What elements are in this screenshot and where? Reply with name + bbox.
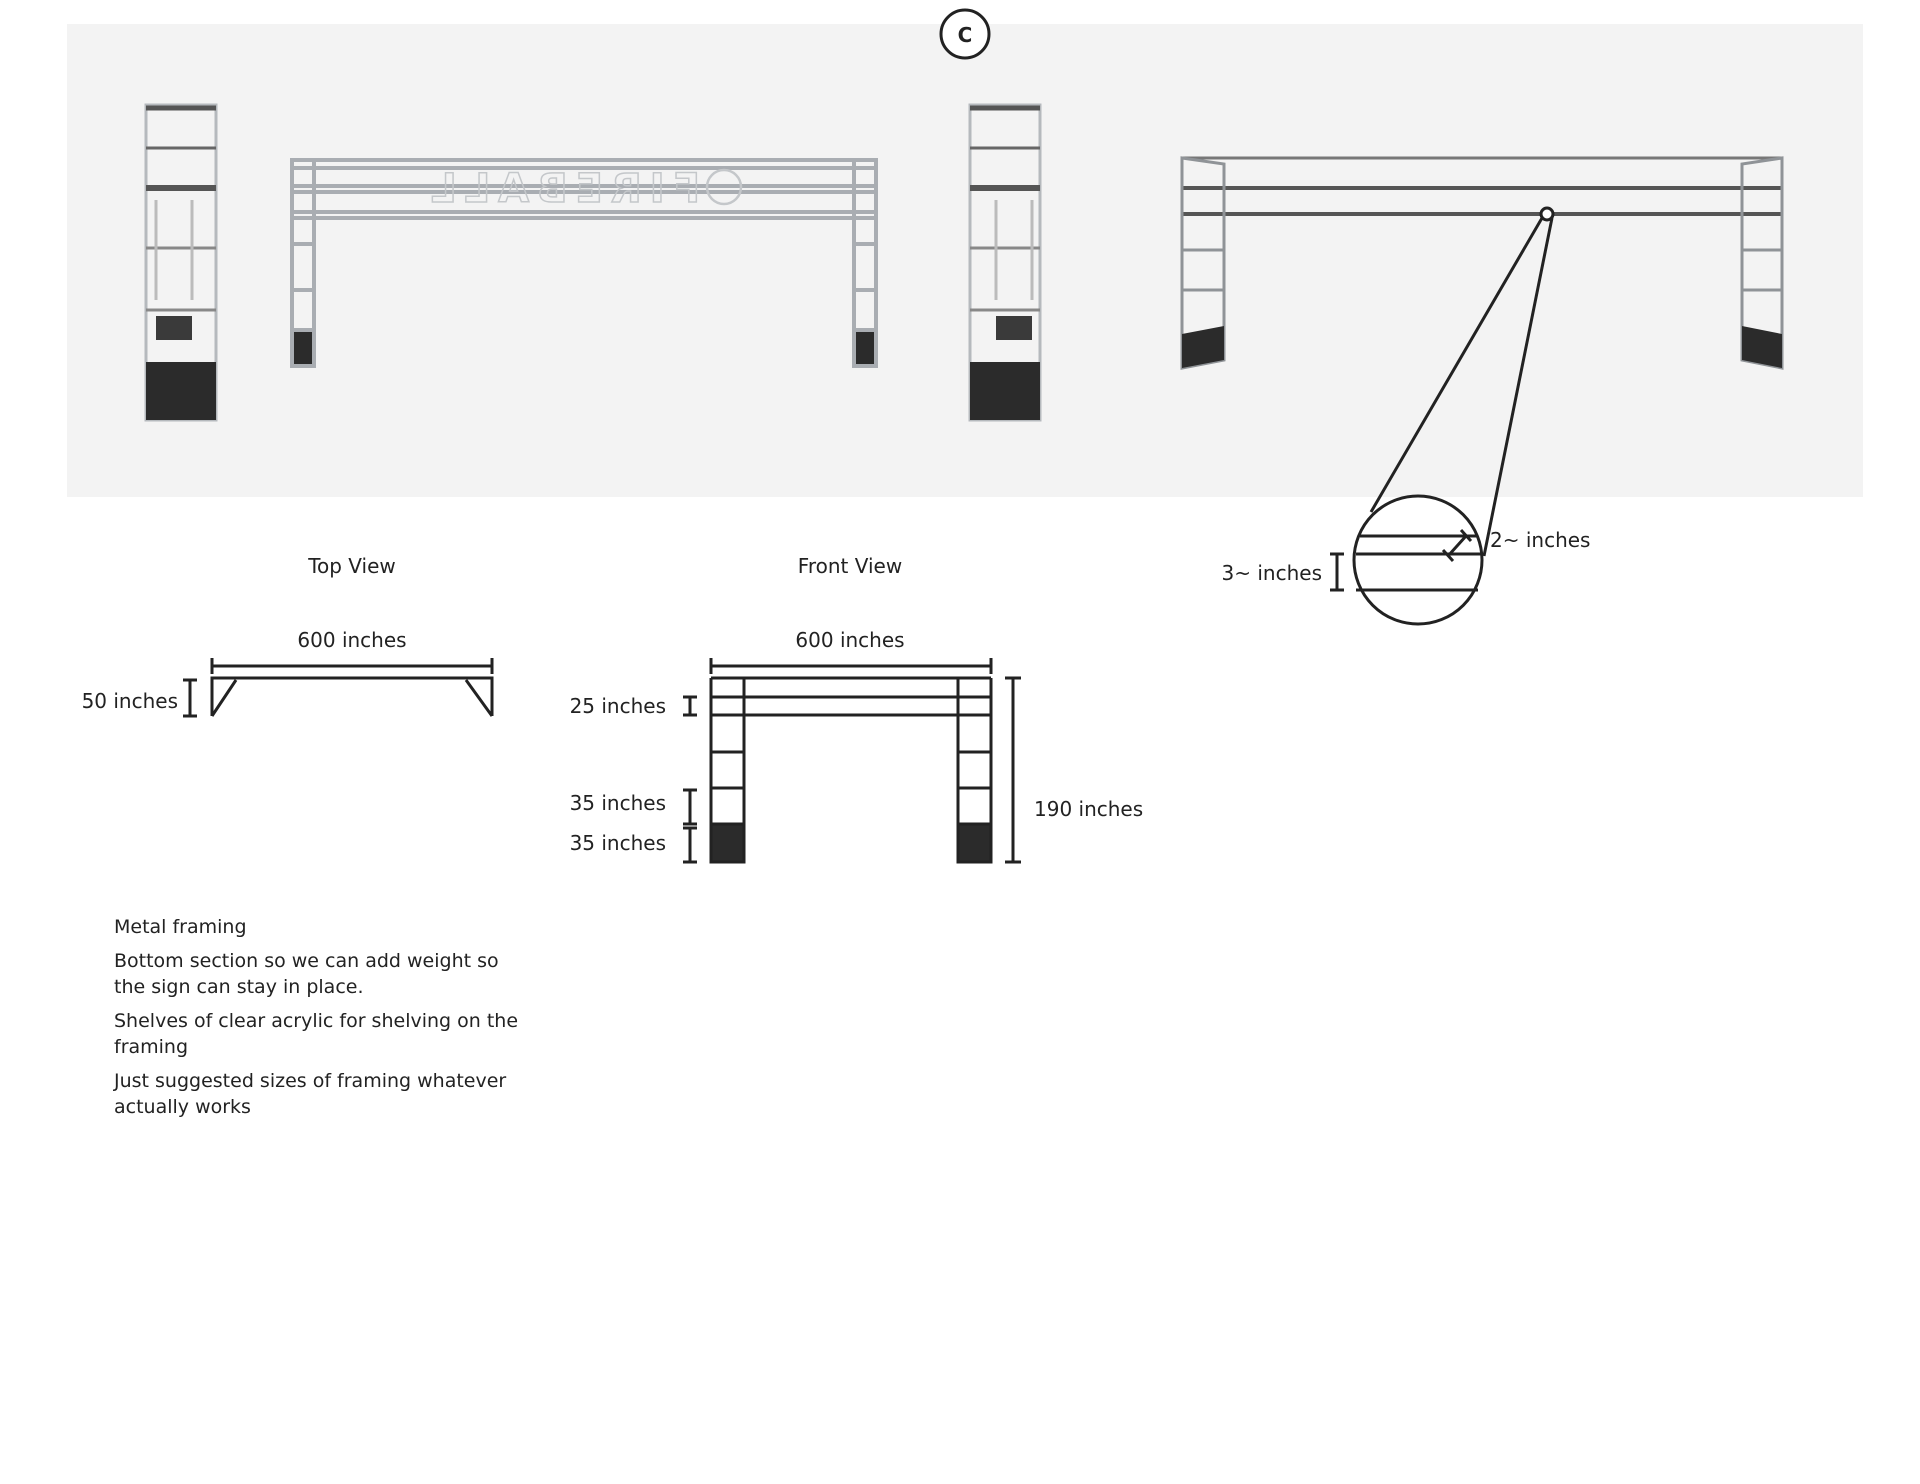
front-view-height-label: 190 inches [1034,797,1143,821]
front-view-base-label: 35 inches [570,831,666,855]
render-front-view [290,158,878,368]
note-item: Bottom section so we can add weight so t… [114,950,499,998]
render-perspective-view [1180,156,1784,370]
front-view-width-label: 600 inches [795,628,904,652]
detail-gap-label: 3~ inches [1222,561,1322,585]
top-view-width-label: 600 inches [297,628,406,652]
front-view-top-gap-label: 25 inches [570,694,666,718]
section-marker-text: C [958,23,973,47]
front-view-mid-gap-label: 35 inches [570,791,666,815]
render-panel [67,24,1863,497]
render-side-view-1 [144,103,218,422]
note-item: Metal framing [114,916,247,938]
top-view-title: Top View [307,554,396,578]
detail-magnifier [1352,494,1484,626]
render-sign-logo [705,168,743,206]
detail-callout [1330,206,1555,626]
top-view-depth-label: 50 inches [82,689,178,713]
render-sign-text: FIREBALL [423,166,700,212]
note-item: Shelves of clear acrylic for shelving on… [114,1010,519,1058]
front-view-drawing [683,658,1021,864]
detail-bar-label: 2~ inches [1490,528,1590,552]
front-view-title: Front View [798,554,902,578]
note-item: Just suggested sizes of framing whatever… [114,1070,507,1118]
render-side-view-2 [968,103,1042,422]
top-view-drawing [183,658,494,718]
section-marker: C [939,8,991,60]
notes-list: Metal framing Bottom section so we can a… [114,914,534,1128]
